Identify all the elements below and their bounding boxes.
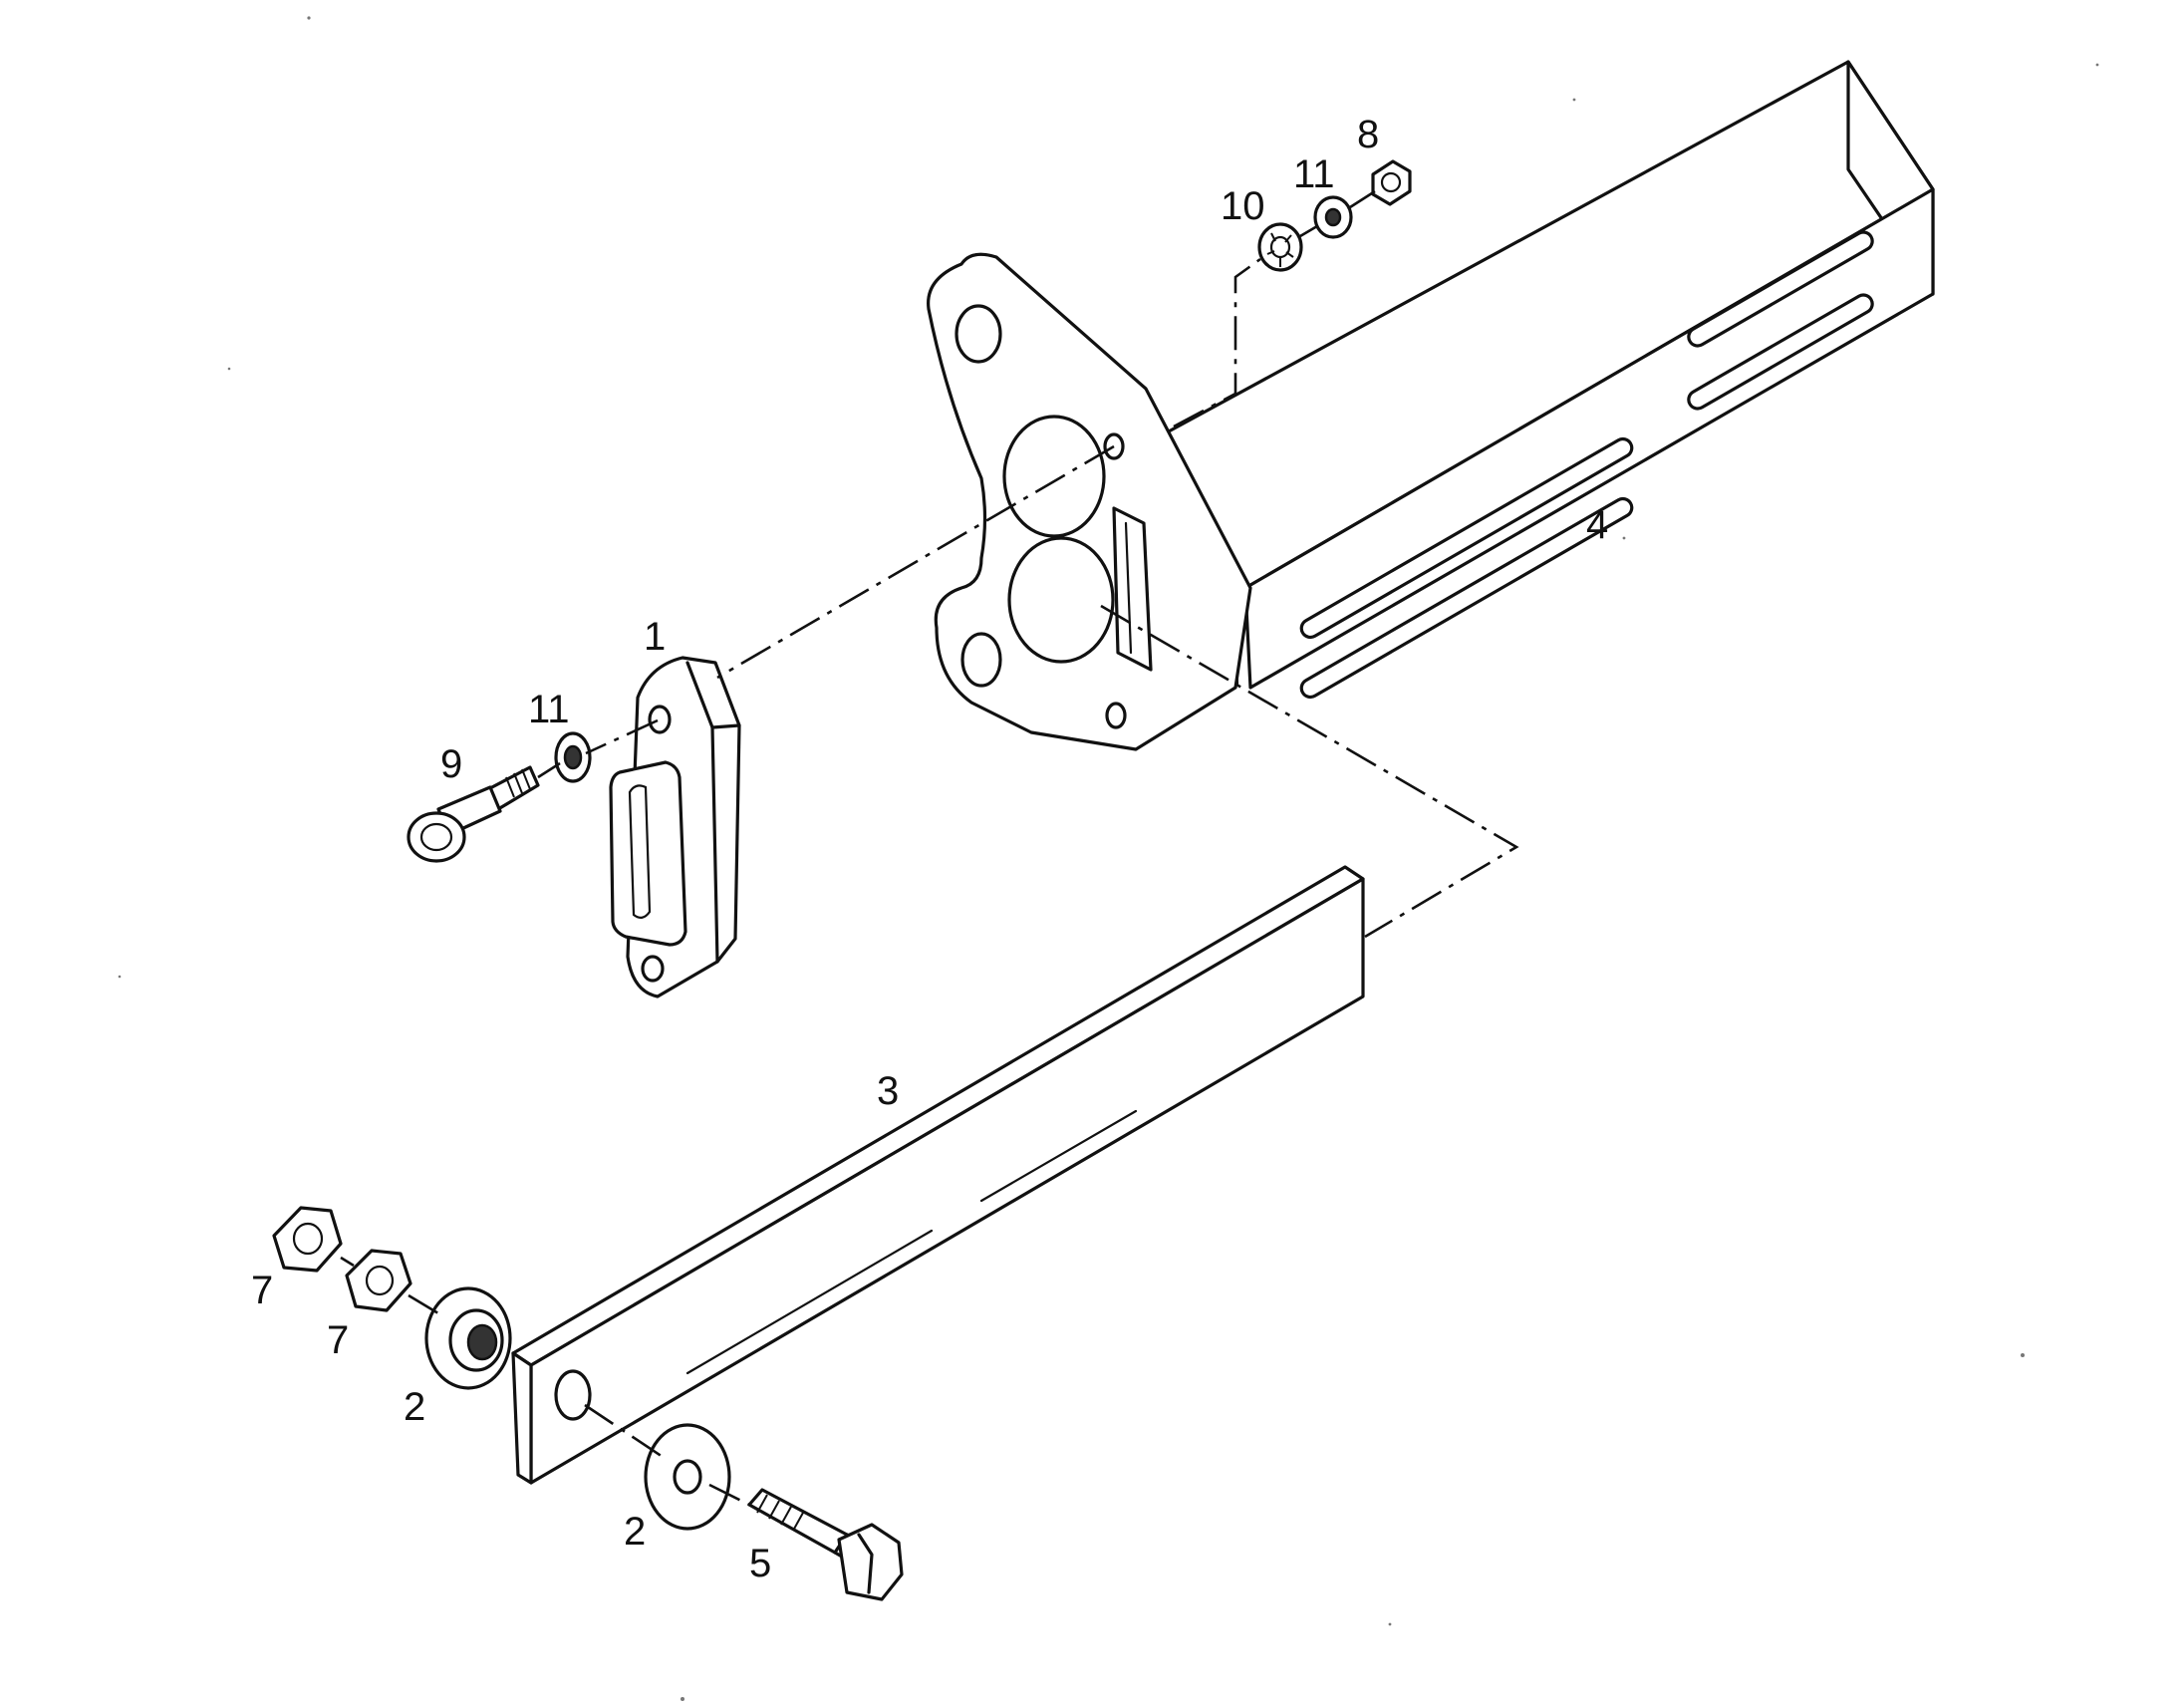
- hex-nut-right: [345, 1249, 412, 1312]
- callout-8: 8: [1357, 113, 1379, 156]
- flat-bar: [511, 865, 1365, 1485]
- flange-hole-large-lower: [1007, 536, 1115, 664]
- scan-specks: [118, 16, 2099, 1701]
- hex-bolt: [747, 1488, 904, 1601]
- callout-9: 9: [440, 742, 462, 786]
- assembly-center-lines: [340, 189, 1519, 1507]
- callout-7-left: 7: [251, 1269, 273, 1312]
- mounting-flange-plate: [927, 252, 1252, 751]
- flange-slot: [1112, 506, 1153, 672]
- flange-hole-small-bottom: [1105, 702, 1127, 729]
- callout-10: 10: [1221, 184, 1265, 228]
- flange-hole-top: [955, 304, 1002, 364]
- callout-1: 1: [644, 615, 666, 659]
- flat-bar-hole: [554, 1369, 592, 1421]
- slide-block-hole-top: [648, 705, 672, 734]
- callout-3: 3: [877, 1069, 899, 1113]
- callout-2-right: 2: [624, 1510, 646, 1554]
- callout-7-right: 7: [327, 1318, 349, 1362]
- callout-labels: 1 2 2 3 4 5 7 7 8 9 10 11 11: [251, 113, 1608, 1585]
- callout-11-upper: 11: [1293, 152, 1335, 196]
- callout-2-left: 2: [404, 1385, 425, 1429]
- square-tube-arm: [1154, 60, 1935, 700]
- small-washer-upper: [1313, 195, 1353, 239]
- small-hex-nut: [1371, 159, 1412, 206]
- tube-slots: [1299, 230, 1874, 700]
- large-washer-right: [644, 1423, 731, 1531]
- slide-block: [609, 656, 741, 998]
- flange-hole-large-upper: [1002, 415, 1106, 538]
- callout-11-lower: 11: [528, 688, 570, 731]
- large-washer-left: [424, 1286, 512, 1390]
- small-washer-lower: [554, 731, 592, 783]
- callout-4: 4: [1586, 503, 1608, 547]
- serrated-washer: [1257, 222, 1303, 272]
- hex-nut-left: [272, 1206, 343, 1273]
- flange-hole-left: [960, 632, 1002, 688]
- slide-block-hole-bottom: [641, 955, 665, 983]
- callout-5: 5: [749, 1542, 771, 1585]
- cap-screw: [407, 765, 540, 863]
